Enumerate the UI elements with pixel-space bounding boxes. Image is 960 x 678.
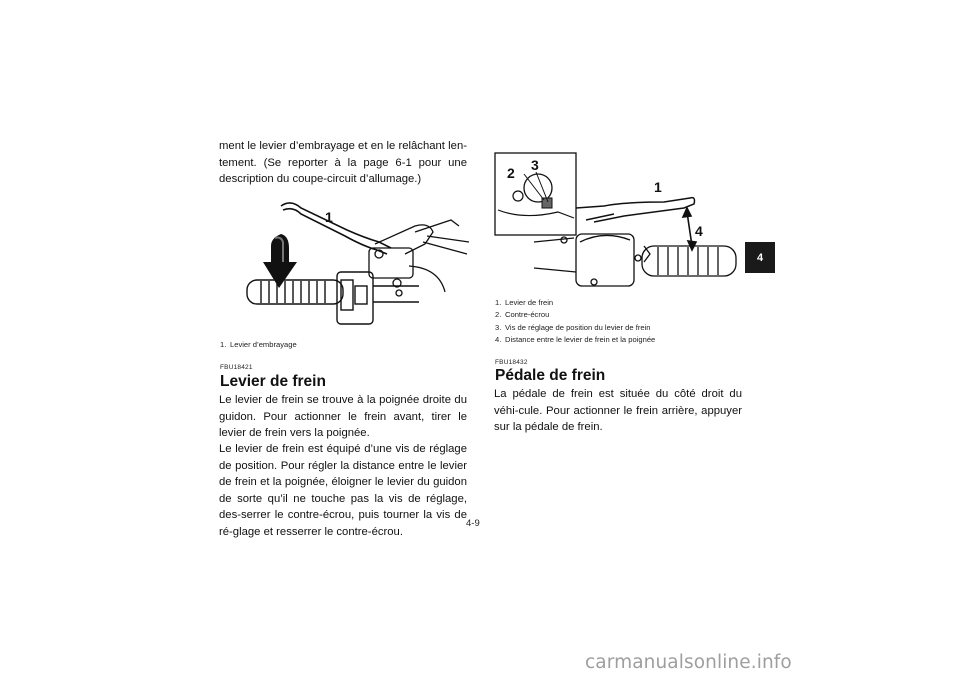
watermark: carmanualsonline.info <box>585 652 792 673</box>
clutch-lever <box>280 202 392 255</box>
figure2-caption-list: 1.Levier de frein 2.Contre-écrou 3.Vis d… <box>495 297 655 346</box>
brake-lever-figure: 2 3 1 4 <box>494 152 737 287</box>
figure2-callout-4: 4 <box>695 223 703 239</box>
caption-item: 2.Contre-écrou <box>495 310 550 320</box>
caption-item: 1.Levier d’embrayage <box>220 340 297 349</box>
figure1-caption-list: 1.Levier d’embrayage <box>220 339 297 351</box>
clutch-lever-figure: 1 <box>246 202 469 325</box>
pull-direction-arrow <box>263 234 297 288</box>
page-number: 4-9 <box>466 518 480 529</box>
intro-paragraph: ment le levier d’embrayage et en le relâ… <box>219 140 467 186</box>
caption-item: 3.Vis de réglage de position du levier d… <box>495 322 651 332</box>
caption-item: 1.Levier de frein <box>495 298 554 307</box>
handlebar-grip <box>246 271 419 325</box>
section-heading: Pédale de frein <box>495 367 606 384</box>
detail-inset: 2 3 <box>494 152 577 236</box>
figure1-callout-1: 1 <box>325 209 333 225</box>
caption-item: 4.Distance entre le levier de frein et l… <box>495 334 656 344</box>
section-code: FBU18421 <box>220 364 253 371</box>
throttle-grip <box>641 245 737 277</box>
section-heading: Levier de frein <box>220 373 326 390</box>
section-code: FBU18432 <box>495 359 528 366</box>
figure2-callout-1: 1 <box>654 179 662 195</box>
chapter-tab: 4 <box>745 242 775 273</box>
body-paragraph: La pédale de frein est située du côté dr… <box>494 388 742 434</box>
figure2-callout-3: 3 <box>531 157 539 173</box>
brake-lever <box>575 196 696 223</box>
body-paragraph: Le levier de frein se trouve à la poigné… <box>219 394 467 440</box>
figure2-callout-2: 2 <box>507 165 515 181</box>
body-paragraph: Le levier de frein est équipé d’une vis … <box>219 443 467 538</box>
